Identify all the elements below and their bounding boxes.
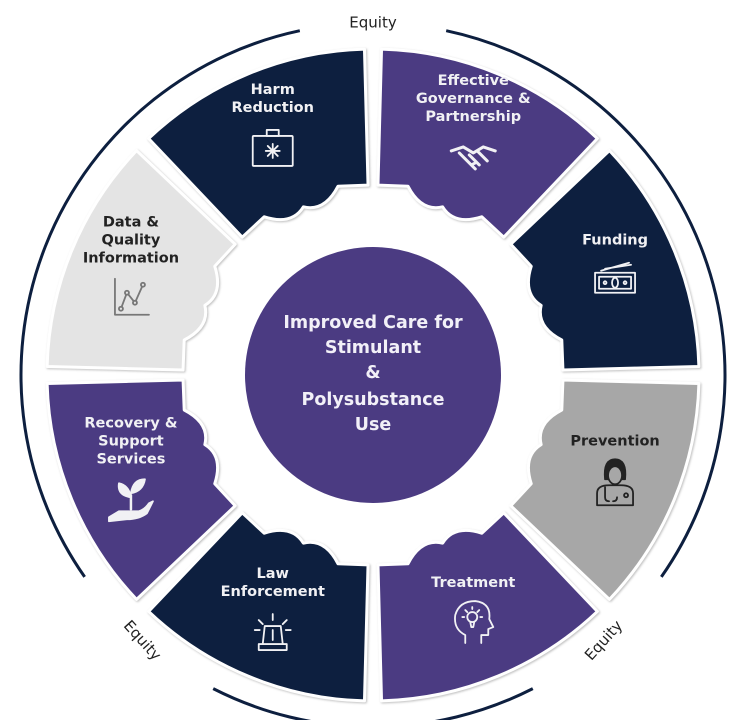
segment-label-line: Recovery & bbox=[84, 415, 177, 431]
segment-label-line: Information bbox=[83, 251, 179, 267]
segment-label-line: Enforcement bbox=[221, 584, 325, 600]
segment-shape bbox=[376, 47, 599, 239]
center-line-3: & bbox=[365, 363, 380, 383]
segment-label-line: Reduction bbox=[231, 100, 313, 116]
segment-label-line: Harm bbox=[251, 82, 295, 98]
center-line-2: Stimulant bbox=[325, 338, 421, 358]
doctor-icon bbox=[596, 458, 634, 507]
segment-label-line: Treatment bbox=[431, 575, 515, 591]
segment-shape bbox=[45, 149, 237, 372]
segment-label-line: Law bbox=[257, 566, 289, 582]
medical-kit-icon bbox=[251, 129, 294, 167]
segment-label-line: Effective bbox=[438, 73, 509, 89]
handshake-icon bbox=[449, 145, 497, 171]
equity-label: Equity bbox=[581, 617, 626, 664]
segment-label-line: Partnership bbox=[425, 109, 521, 125]
segment-label-line: Prevention bbox=[570, 433, 659, 449]
center-line-1: Improved Care for bbox=[283, 313, 463, 333]
segment-shape bbox=[147, 47, 370, 239]
segment-treatment[interactable]: Treatment bbox=[376, 511, 599, 703]
center-line-5: Use bbox=[355, 415, 392, 435]
segment-label-line: Support bbox=[98, 433, 164, 449]
equity-ring-arc bbox=[445, 29, 727, 578]
segment-shape bbox=[509, 149, 701, 372]
segment-label-line: Funding bbox=[582, 233, 648, 249]
equity-label: Equity bbox=[120, 617, 165, 664]
segment-label-line: Quality bbox=[102, 233, 161, 249]
segment-shape bbox=[45, 378, 237, 601]
equity-ring-arc bbox=[212, 687, 534, 720]
head-lightbulb-icon bbox=[454, 600, 495, 644]
siren-icon bbox=[253, 613, 292, 651]
center-circle bbox=[245, 247, 501, 503]
equity-ring-arc bbox=[19, 29, 301, 578]
segment-shape bbox=[147, 511, 370, 703]
money-icon bbox=[594, 261, 636, 294]
segment-label-line: Governance & bbox=[416, 91, 531, 107]
center-hub: Improved Care for Stimulant & Polysubsta… bbox=[245, 247, 501, 503]
segment-funding[interactable]: Funding bbox=[509, 149, 701, 372]
segment-prevention[interactable]: Prevention bbox=[509, 378, 701, 601]
plant-hand-icon bbox=[108, 478, 154, 523]
center-line-4: Polysubstance bbox=[302, 390, 445, 410]
segment-label-line: Data & bbox=[103, 215, 160, 231]
line-chart-icon bbox=[114, 277, 150, 316]
equity-label: Equity bbox=[349, 14, 397, 32]
segment-label-line: Services bbox=[96, 451, 165, 467]
